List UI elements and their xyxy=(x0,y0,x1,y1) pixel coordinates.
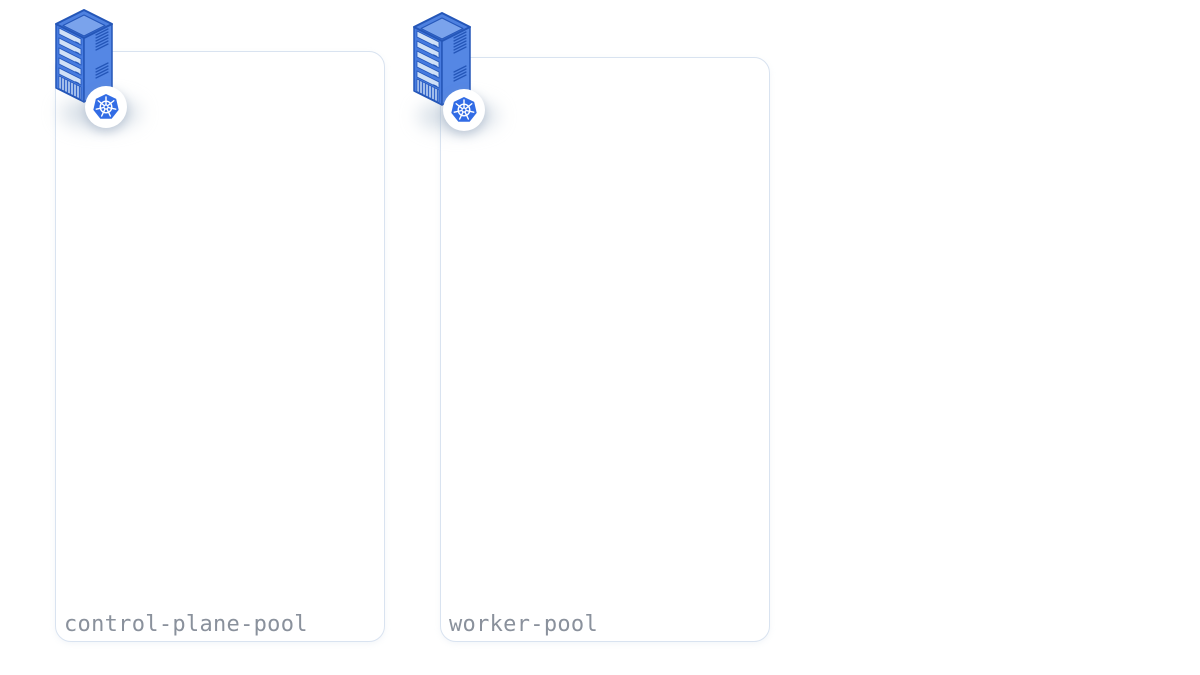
pool-name-label: worker-pool xyxy=(449,612,598,637)
kubernetes-logo-icon xyxy=(93,94,119,119)
node-worker[interactable] xyxy=(410,9,540,139)
server-tower-icon xyxy=(55,9,113,103)
pool-name-label: control-plane-pool xyxy=(64,612,308,637)
kubernetes-logo-icon xyxy=(451,97,477,122)
node-pool-card-worker[interactable]: worker-pool xyxy=(440,57,770,642)
server-tower-icon xyxy=(413,12,471,106)
node-control-plane[interactable] xyxy=(52,6,182,136)
node-pool-card-control-plane[interactable]: control-plane-pool xyxy=(55,51,385,642)
kubernetes-badge xyxy=(443,89,485,131)
kubernetes-badge xyxy=(85,86,127,128)
